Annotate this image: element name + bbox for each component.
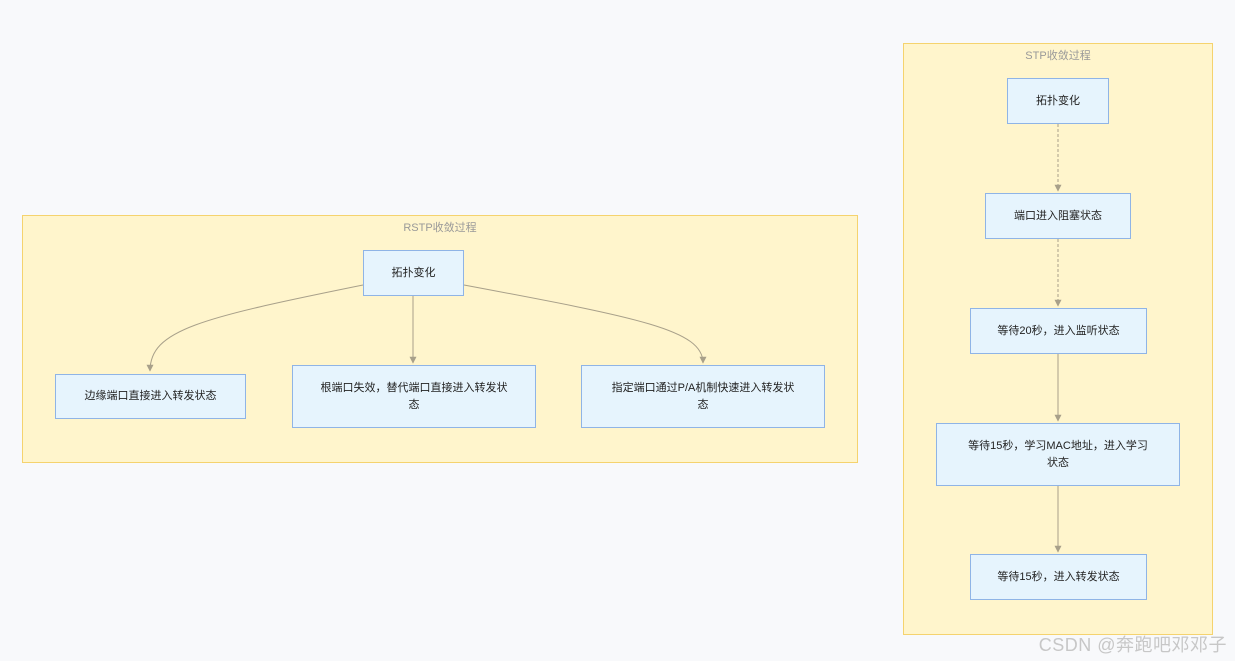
- stp-node-forwarding-label: 等待15秒，进入转发状态: [997, 570, 1120, 583]
- stp-node-blocking-label: 端口进入阻塞状态: [1014, 209, 1102, 222]
- stp-node-topology-change: 拓扑变化: [1007, 78, 1109, 124]
- watermark: CSDN @奔跑吧邓邓子: [1038, 635, 1227, 655]
- stp-node-listening: 等待20秒，进入监听状态: [970, 308, 1147, 354]
- rstp-node-root-port-label: 根端口失效，替代端口直接进入转发状态: [320, 381, 508, 411]
- rstp-node-edge-port-label: 边缘端口直接进入转发状态: [84, 390, 217, 402]
- rstp-cluster-title: RSTP收敛过程: [403, 222, 477, 234]
- stp-cluster-title: STP收敛过程: [1025, 50, 1091, 62]
- rstp-node-root-port: 根端口失效，替代端口直接进入转发状态: [292, 365, 536, 428]
- rstp-node-topology-change: 拓扑变化: [363, 250, 464, 296]
- rstp-node-designated-port-label: 指定端口通过P/A机制快速进入转发状态: [611, 381, 795, 411]
- stp-node-blocking: 端口进入阻塞状态: [985, 193, 1131, 239]
- stp-node-forwarding: 等待15秒，进入转发状态: [970, 554, 1147, 600]
- stp-node-listening-label: 等待20秒，进入监听状态: [997, 324, 1120, 337]
- rstp-node-edge-port: 边缘端口直接进入转发状态: [55, 374, 246, 419]
- rstp-node-designated-port: 指定端口通过P/A机制快速进入转发状态: [581, 365, 825, 428]
- stp-node-learning: 等待15秒，学习MAC地址，进入学习状态: [936, 423, 1180, 486]
- stp-node-topology-change-label: 拓扑变化: [1036, 94, 1080, 107]
- stp-node-learning-label: 等待15秒，学习MAC地址，进入学习状态: [968, 439, 1148, 469]
- rstp-node-topology-change-label: 拓扑变化: [391, 266, 436, 279]
- edge-rstp-topo-to-edge: [146, 284, 364, 372]
- edge-rstp-topo-to-designated: [463, 284, 707, 364]
